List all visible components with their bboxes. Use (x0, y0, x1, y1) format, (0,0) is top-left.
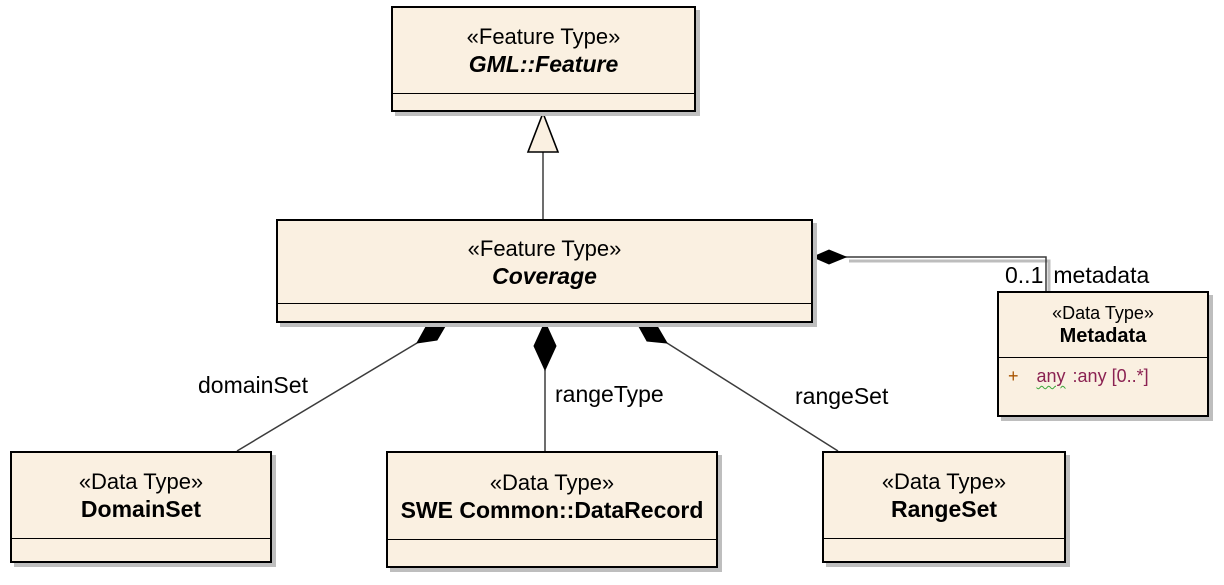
stereotype-label: «Feature Type» (467, 235, 622, 261)
name-compartment: «Data Type» DomainSet (12, 453, 270, 538)
class-name: Coverage (492, 262, 597, 289)
composition-line-metadata-shadow (849, 259, 1051, 291)
name-compartment: «Data Type» RangeSet (824, 453, 1064, 538)
composition-line-rangeset (666, 342, 839, 452)
class-box-domainset: «Data Type» DomainSet (10, 451, 272, 563)
class-box-gml-feature: «Feature Type» GML::Feature (391, 6, 696, 112)
metadata-end-label: 0..1 metadata (1005, 262, 1149, 288)
class-box-coverage: «Feature Type» Coverage (276, 219, 813, 323)
class-name: Metadata (1059, 325, 1147, 347)
attribute-row: + any :any [0..*] (1008, 366, 1198, 387)
generalization-triangle-icon (526, 110, 560, 153)
composition-diamond-icon-metadata (811, 249, 848, 265)
stereotype-label: «Data Type» (489, 469, 615, 495)
attributes-compartment (12, 538, 270, 561)
role-label-domainset: domainSet (198, 372, 308, 398)
name-compartment: «Feature Type» GML::Feature (393, 8, 694, 93)
composition-diamond-icon-rangetype (533, 320, 557, 372)
attribute-name: any (1036, 366, 1066, 386)
multiplicity-label: 0..1 (1005, 262, 1044, 288)
attributes-compartment (278, 303, 811, 321)
class-box-rangeset: «Data Type» RangeSet (822, 451, 1066, 563)
stereotype-label: «Data Type» (1052, 303, 1154, 323)
name-compartment: «Data Type» SWE Common::DataRecord (388, 453, 716, 539)
name-compartment: «Data Type» Metadata (999, 293, 1207, 357)
class-name: SWE Common::DataRecord (400, 496, 704, 523)
stereotype-label: «Data Type» (78, 469, 204, 494)
stereotype-label: «Data Type» (881, 469, 1007, 494)
class-name: GML::Feature (468, 51, 619, 77)
attributes-compartment (824, 538, 1064, 561)
composition-diamond-icon-rangeset (636, 322, 668, 344)
attributes-compartment (388, 539, 716, 566)
role-label-rangetype: rangeType (555, 381, 664, 407)
composition-line-domainset (236, 342, 418, 452)
composition-diamond-icon-domainset (416, 322, 448, 344)
attributes-compartment: + any :any [0..*] (999, 357, 1207, 415)
class-box-swe-datarecord: «Data Type» SWE Common::DataRecord (386, 451, 718, 568)
composition-line-metadata (845, 256, 1047, 291)
attribute-visibility: + (1008, 366, 1019, 386)
role-label-rangeset: rangeSet (795, 383, 889, 409)
name-compartment: «Feature Type» Coverage (278, 221, 811, 303)
stereotype-label: «Feature Type» (466, 24, 621, 49)
class-name: DomainSet (80, 496, 202, 522)
role-label-metadata: metadata (1053, 262, 1150, 288)
attributes-compartment (393, 93, 694, 110)
class-name: RangeSet (890, 496, 998, 522)
attribute-type: :any [0..*] (1072, 366, 1149, 386)
class-box-metadata: «Data Type» Metadata + any :any [0..*] (997, 291, 1209, 417)
